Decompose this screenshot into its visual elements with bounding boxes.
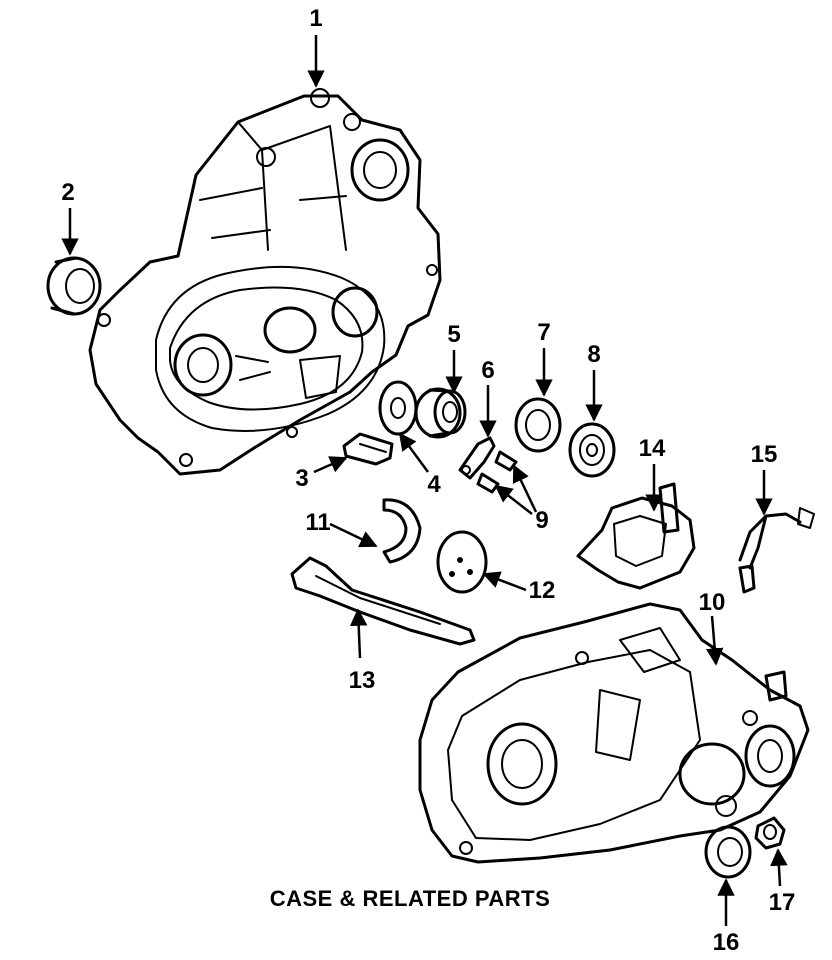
callout-7: 7 xyxy=(537,319,550,346)
plug-part-17 xyxy=(754,816,786,850)
plate-part-12 xyxy=(436,530,488,594)
seal-part-2 xyxy=(46,256,102,316)
callout-10: 10 xyxy=(699,589,726,616)
gasket-part-13 xyxy=(290,556,476,646)
callout-9: 9 xyxy=(535,507,548,534)
callout-17: 17 xyxy=(769,889,796,916)
lever-part-6 xyxy=(458,436,496,480)
seal-part-16 xyxy=(704,825,752,879)
callout-12: 12 xyxy=(529,577,556,604)
diagram-caption: CASE & RELATED PARTS xyxy=(270,886,551,911)
callout-14: 14 xyxy=(639,435,666,462)
bearing-part-8 xyxy=(568,422,616,478)
callout-4: 4 xyxy=(427,471,441,498)
callout-8: 8 xyxy=(587,341,600,368)
callout-3: 3 xyxy=(295,465,308,492)
callout-13: 13 xyxy=(349,667,376,694)
sensor-part-15 xyxy=(738,507,815,594)
callout-5: 5 xyxy=(447,321,460,348)
transmission-case-part-10 xyxy=(418,602,810,864)
callout-6: 6 xyxy=(481,357,494,384)
solenoid-part-14 xyxy=(576,482,696,590)
seal-part-7 xyxy=(514,397,562,453)
callout-2: 2 xyxy=(61,179,74,206)
clutch-housing-part-1 xyxy=(88,88,442,476)
bearing-part-5 xyxy=(414,387,467,439)
bolts-part-9 xyxy=(476,450,518,494)
snap-ring-part-11 xyxy=(382,498,422,564)
callout-15: 15 xyxy=(751,441,778,468)
callout-11: 11 xyxy=(305,509,330,536)
bearing-part-4 xyxy=(378,380,418,436)
callout-1: 1 xyxy=(309,5,322,32)
leader-lines xyxy=(61,35,788,926)
bracket-part-3 xyxy=(342,432,394,466)
callout-16: 16 xyxy=(713,929,740,956)
